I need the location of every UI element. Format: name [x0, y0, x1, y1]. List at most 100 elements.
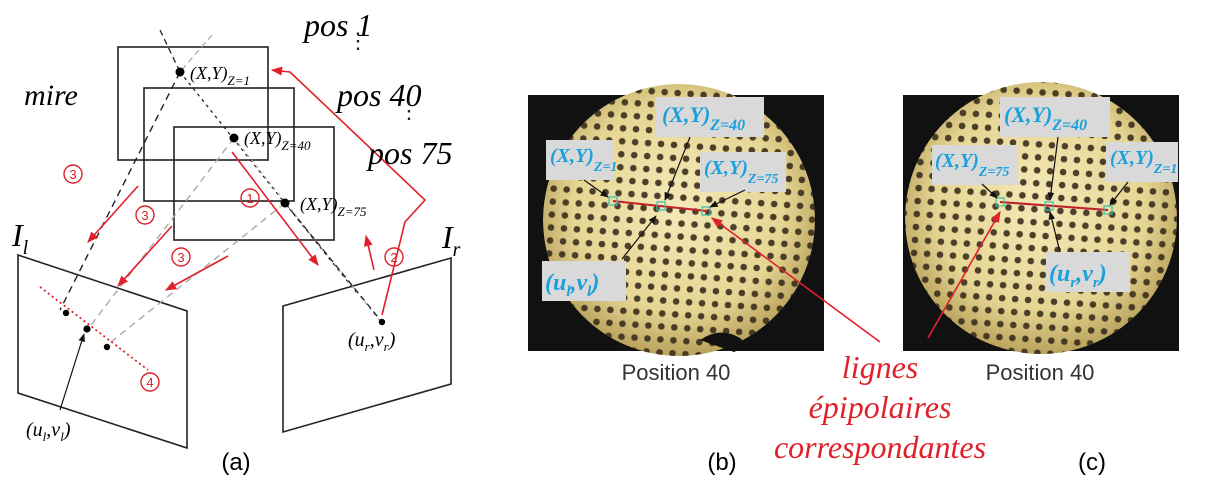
marker-b-z1 [608, 196, 618, 206]
annotation-arrow-c [927, 211, 1001, 339]
arrow-c-z1 [1109, 181, 1129, 206]
xy-b-z1: (X,Y)Z=1 [550, 145, 617, 175]
label-box-b-uv [542, 261, 626, 301]
epipolar-line-c [999, 201, 1109, 211]
arrow-b-z1 [583, 179, 609, 198]
ray-top-right [179, 34, 213, 73]
mire-label: mire [24, 79, 78, 112]
label-box-b-z40 [656, 97, 764, 137]
mire-frame-z40-back [143, 87, 295, 202]
mire-frame-z75 [173, 126, 335, 241]
arrow-step2-up [363, 234, 375, 271]
ray-z40-left [87, 137, 235, 330]
ur-vr-label: (ur,vr) [348, 329, 396, 354]
xy-c-z1: (X,Y)Z=1 [1110, 147, 1177, 177]
pos75-label: pos 75 [366, 135, 452, 171]
pos40-label: pos 40 [335, 77, 421, 113]
svg-text:1: 1 [246, 191, 253, 206]
marker-c-z1 [1103, 205, 1113, 215]
dots-1: ⋮ [347, 28, 369, 53]
xy-c-z75: (X,Y)Z=75 [935, 150, 1009, 180]
point-z40 [229, 133, 239, 143]
annotation-line-3: correspondantes [774, 429, 986, 465]
arrow-step3-a [87, 185, 139, 243]
caption-c: (c) [1078, 449, 1106, 476]
xy-b-z40: (X,Y)Z=40 [662, 102, 745, 134]
position-b: Position 40 [622, 360, 731, 385]
arrow-c-uv [1048, 211, 1061, 253]
arrow-step1 [231, 151, 319, 266]
uv-b: (ul,vl) [545, 270, 599, 300]
xy-b-z75: (X,Y)Z=75 [704, 157, 778, 187]
step-badge-3a: 3 [63, 164, 83, 184]
annotation-line-2: épipolaires [809, 389, 952, 425]
xy-z40-label: (X,Y)Z=40 [244, 128, 311, 153]
point-z1 [175, 67, 185, 77]
marker-b-z40 [656, 201, 666, 211]
left-point-2 [83, 325, 91, 333]
arrow-c-z40 [1047, 136, 1059, 201]
uv-c: (ur,vr) [1049, 261, 1107, 291]
point-z75 [280, 198, 290, 208]
step-badge-2: 2 [384, 247, 404, 267]
label-box-b-z75 [700, 152, 786, 192]
pos1-label: pos 1 [302, 7, 372, 43]
svg-text:3: 3 [177, 250, 184, 265]
label-box-c-uv [1046, 252, 1130, 292]
arrow-step3-b [117, 225, 173, 287]
epipolar-line-left [39, 286, 149, 371]
svg-text:3: 3 [69, 167, 76, 182]
photo-left-blemish [700, 332, 744, 352]
panel-b: (X,Y)Z=1 (X,Y)Z=40 (X,Y)Z=75 (ul,vl) Pos… [528, 84, 824, 476]
left-image-plane [17, 253, 188, 450]
panel-a: 3 3 3 1 2 4 mire pos 1 pos 40 pos 75 ⋮ [11, 7, 461, 476]
ray-z75-right [284, 202, 383, 323]
arrow-b-uv [621, 215, 657, 260]
ray-z1-right [179, 71, 357, 293]
arrow-step2-path [270, 66, 427, 316]
step-badge-3b: 3 [135, 205, 155, 225]
right-image-label: Ir [441, 219, 461, 261]
svg-text:2: 2 [390, 250, 397, 265]
annotation-line-1: lignes [842, 349, 918, 385]
dots-2: ⋮ [398, 98, 420, 123]
ul-vl-label: (ul,vl) [26, 419, 71, 444]
arrow-step3-c [165, 255, 229, 291]
caption-a: (a) [221, 449, 250, 476]
panel-c: (X,Y)Z=75 (X,Y)Z=40 (X,Y)Z=1 (ur,vr) Pos… [903, 82, 1179, 476]
ray-z40-right [233, 137, 384, 326]
left-image-label: Il [11, 217, 29, 259]
xy-z75-label: (X,Y)Z=75 [300, 194, 367, 219]
caption-b: (b) [707, 449, 736, 476]
marker-c-z75 [995, 197, 1005, 207]
epipolar-annotation: lignes épipolaires correspondantes [711, 211, 1001, 465]
svg-text:4: 4 [146, 375, 153, 390]
ray-top-left [159, 29, 181, 73]
marker-b-z75 [701, 206, 711, 216]
step-badge-3c: 3 [171, 247, 191, 267]
arrow-c-z75 [981, 183, 998, 199]
step-badge-4: 4 [140, 372, 160, 392]
left-point-1 [62, 309, 70, 317]
ray-z1-left [59, 71, 181, 311]
arrow-b-z40 [664, 136, 691, 201]
position-c: Position 40 [986, 360, 1095, 385]
label-box-c-z75 [932, 145, 1018, 185]
xy-c-z40: (X,Y)Z=40 [1004, 102, 1087, 134]
marker-c-z40 [1044, 201, 1054, 211]
arrow-ul-vl [59, 333, 85, 411]
annotation-arrow-b [711, 217, 881, 343]
xy-z1-label: (X,Y)Z=1 [190, 63, 250, 88]
label-box-c-z1 [1106, 142, 1178, 182]
label-box-c-z40 [1000, 97, 1110, 137]
epipolar-line-b [612, 200, 708, 212]
label-box-b-z1 [546, 140, 614, 180]
mire-frame-z1 [117, 46, 269, 161]
step-badge-1: 1 [240, 188, 260, 208]
left-point-3 [103, 343, 111, 351]
right-point [378, 318, 386, 326]
svg-text:3: 3 [141, 208, 148, 223]
arrow-b-z75 [709, 189, 746, 208]
right-image-plane [282, 256, 452, 434]
